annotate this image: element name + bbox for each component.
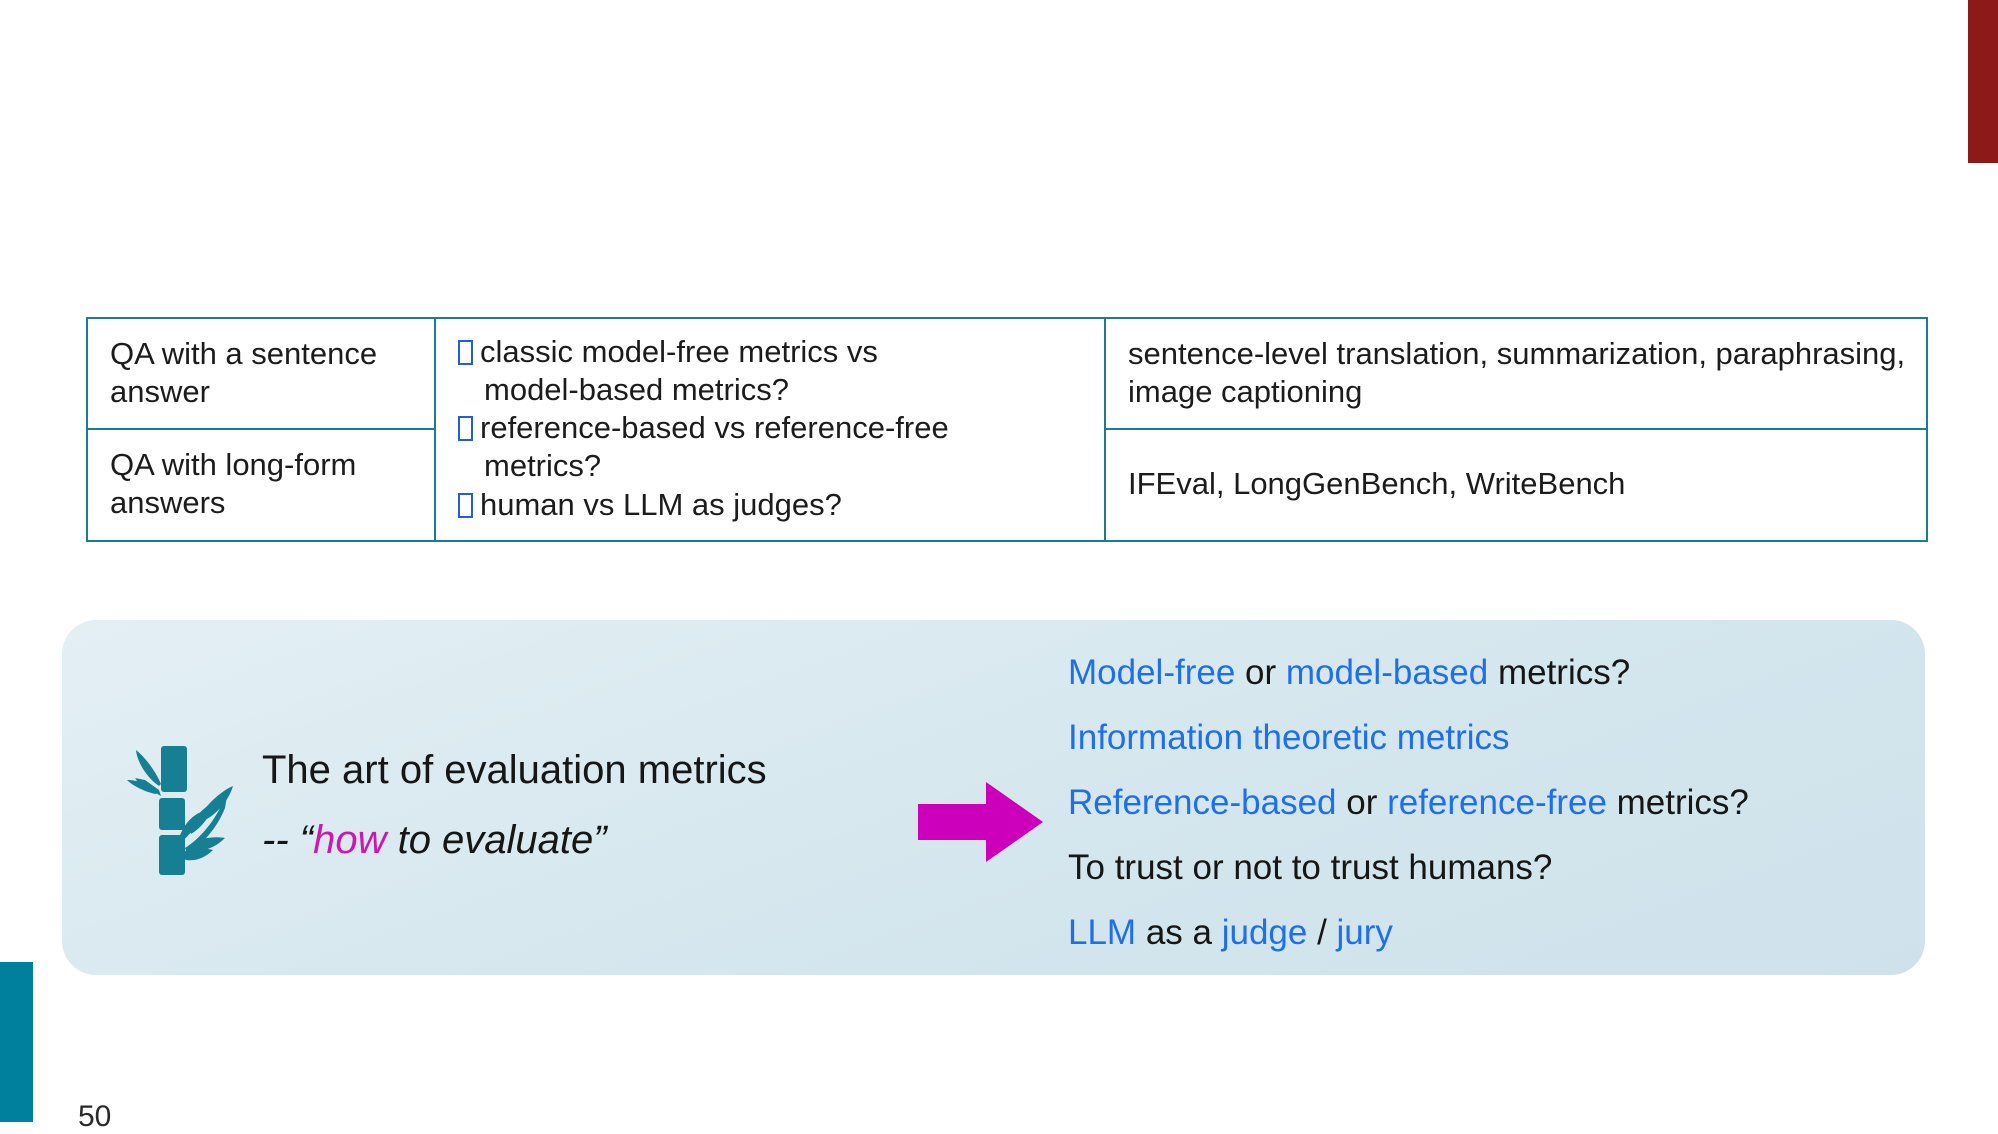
point-reference-based: Reference-based or reference-free metric… — [1068, 785, 1908, 820]
panel-points-list: Model-free or model-based metrics? Inform… — [1068, 655, 1908, 950]
accent-bar-top-right — [1968, 0, 1998, 163]
issue-line-2: reference-based vs reference-free metric… — [458, 409, 1084, 485]
issue-text-2: reference-based vs reference-free metric… — [480, 410, 949, 484]
point-segment: reference-free — [1387, 783, 1607, 822]
issue-text-1: classic model-free metrics vs model-base… — [480, 334, 878, 408]
point-segment: / — [1307, 913, 1337, 952]
point-segment: model-based — [1285, 653, 1489, 692]
point-segment: Reference-based — [1068, 783, 1337, 822]
point-information-theoretic: Information theoretic metrics — [1068, 720, 1908, 755]
open-issues-cell: classic model-free metrics vs model-base… — [434, 317, 1106, 542]
right-block-arrow-icon — [918, 782, 1043, 862]
point-segment: metrics? — [1488, 653, 1631, 692]
point-segment: LLM — [1068, 913, 1137, 952]
point-segment: judge — [1221, 913, 1308, 952]
page-number: 50 — [78, 1100, 112, 1133]
issue-line-3: human vs LLM as judges? — [458, 486, 1084, 524]
point-segment: jury — [1336, 913, 1393, 952]
panel-heading: The art of evaluation metrics -- “how to… — [262, 748, 902, 863]
point-trust-humans: To trust or not to trust humans? — [1068, 850, 1908, 885]
point-segment: Model-free — [1068, 653, 1236, 692]
benchmark-cell-1: sentence-level translation, summarizatio… — [1104, 316, 1928, 431]
panel-heading-line2: -- “how to evaluate” — [262, 818, 902, 863]
tofu-box-icon — [458, 416, 473, 442]
table-row: QA with long-form answers IFEval, LongGe… — [86, 428, 1928, 542]
point-segment: metrics? — [1606, 783, 1749, 822]
point-model-free: Model-free or model-based metrics? — [1068, 655, 1908, 690]
tofu-box-icon — [458, 340, 473, 365]
heading-emphasis: how — [313, 818, 387, 862]
task-issue-benchmark-table: QA with a sentence answer classic model-… — [86, 316, 1928, 542]
task-cell-2: QA with long-form answers — [86, 428, 436, 542]
tofu-box-icon — [458, 492, 473, 518]
point-segment: Information theoretic metrics — [1068, 718, 1510, 757]
point-segment: or — [1336, 783, 1388, 822]
issue-line-1: classic model-free metrics vs model-base… — [458, 333, 1084, 409]
panel-heading-line1: The art of evaluation metrics — [262, 748, 767, 792]
point-segment: as a — [1136, 913, 1222, 952]
point-segment: To trust or not to trust humans? — [1068, 848, 1553, 887]
task-cell-1: QA with a sentence answer — [86, 316, 436, 431]
accent-bar-bottom-left — [0, 962, 33, 1122]
issue-text-3: human vs LLM as judges? — [480, 486, 842, 522]
table-row: QA with a sentence answer classic model-… — [86, 316, 1928, 542]
heading-suffix: to evaluate” — [386, 818, 607, 862]
point-llm-judge: LLM as a judge / jury — [1068, 915, 1908, 950]
bamboo-icon — [115, 738, 235, 878]
benchmark-cell-2: IFEval, LongGenBench, WriteBench — [1104, 428, 1928, 542]
heading-prefix: -- “ — [262, 818, 314, 862]
point-segment: or — [1235, 653, 1286, 692]
